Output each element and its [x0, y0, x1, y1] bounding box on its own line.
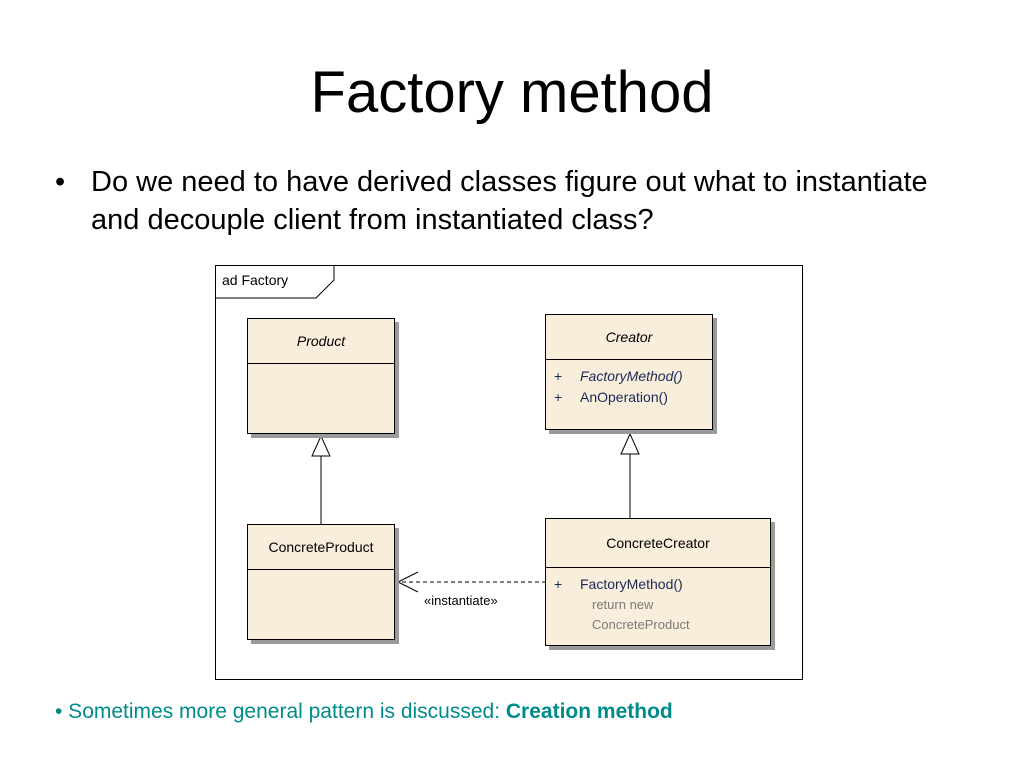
frame-tab-shape	[216, 266, 335, 299]
bottom-note: • Sometimes more general pattern is disc…	[55, 700, 673, 724]
op-visibility: +	[554, 576, 563, 592]
connectors	[311, 432, 640, 593]
concrete-creator-op-factorymethod: + FactoryMethod()	[554, 574, 762, 595]
creator-generalization-arrowhead	[620, 432, 640, 455]
frame-label: ad Factory	[222, 272, 289, 288]
class-creator: Creator + FactoryMethod() + AnOperation(…	[545, 314, 713, 430]
class-concrete-creator-ops: + FactoryMethod() return new ConcretePro…	[546, 568, 770, 641]
bottom-note-bold: Creation method	[505, 700, 673, 723]
uml-diagram-frame: ad Factory «instantiate» Product Creator…	[215, 265, 803, 680]
bullet-dot: •	[55, 166, 66, 198]
class-concrete-creator-name: ConcreteCreator	[546, 519, 770, 568]
bottom-note-text: • Sometimes more general pattern is disc…	[55, 700, 506, 723]
class-product-name: Product	[248, 319, 394, 364]
op-name: AnOperation()	[580, 389, 668, 405]
op-name: FactoryMethod()	[580, 576, 683, 592]
class-creator-name: Creator	[546, 315, 712, 360]
body-note-line-1: return new	[592, 597, 654, 612]
dependency-arrowhead	[396, 571, 419, 593]
creator-op-anoperation: + AnOperation()	[554, 387, 704, 408]
op-visibility: +	[554, 368, 563, 384]
bullet-text: Do we need to have derived classes figur…	[91, 166, 928, 236]
product-generalization-arrowhead	[311, 434, 331, 457]
op-name: FactoryMethod()	[580, 368, 683, 384]
class-concrete-product-name: ConcreteProduct	[248, 525, 394, 570]
creator-op-factorymethod: + FactoryMethod()	[554, 366, 704, 387]
class-creator-ops: + FactoryMethod() + AnOperation()	[546, 360, 712, 414]
class-concrete-creator: ConcreteCreator + FactoryMethod() return…	[545, 518, 771, 646]
class-product: Product	[247, 318, 395, 434]
dependency-label: «instantiate»	[424, 593, 498, 608]
body-note-line-2: ConcreteProduct	[592, 617, 690, 632]
slide-title: Factory method	[310, 60, 714, 125]
class-concrete-product: ConcreteProduct	[247, 524, 395, 640]
op-visibility: +	[554, 389, 563, 405]
